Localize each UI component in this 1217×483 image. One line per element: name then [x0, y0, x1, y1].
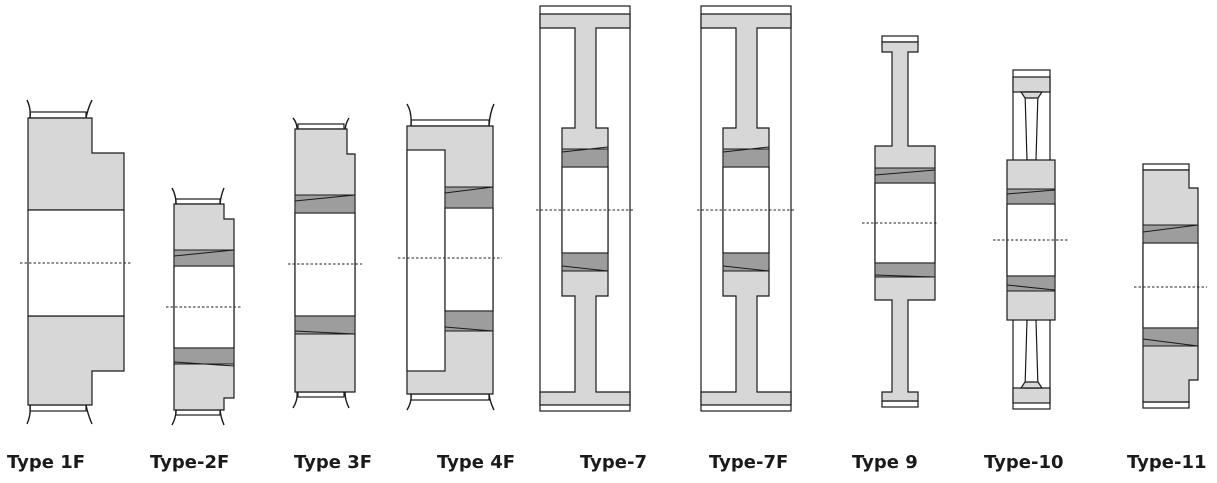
pulley-type-7f [697, 5, 795, 412]
label-type-9: Type 9 [852, 452, 918, 473]
pulley-type-9 [862, 35, 938, 408]
label-type-11: Type-11 [1127, 452, 1207, 473]
label-type-2f: Type-2F [150, 452, 230, 473]
label-type-3f: Type 3F [294, 452, 373, 473]
pulley-type-1f [20, 99, 132, 425]
pulley-type-3f [288, 117, 362, 409]
pulley-type-2f [166, 187, 242, 426]
label-type-4f: Type 4F [437, 452, 516, 473]
pulley-type-11 [1134, 163, 1207, 409]
label-type-7: Type-7 [580, 452, 647, 473]
pulley-type-10 [993, 69, 1068, 410]
pulley-type-7 [536, 5, 634, 412]
label-type-10: Type-10 [984, 452, 1064, 473]
label-type-7f: Type-7F [709, 452, 789, 473]
pulley-type-4f [398, 103, 502, 411]
label-type-1f: Type 1F [7, 452, 86, 473]
